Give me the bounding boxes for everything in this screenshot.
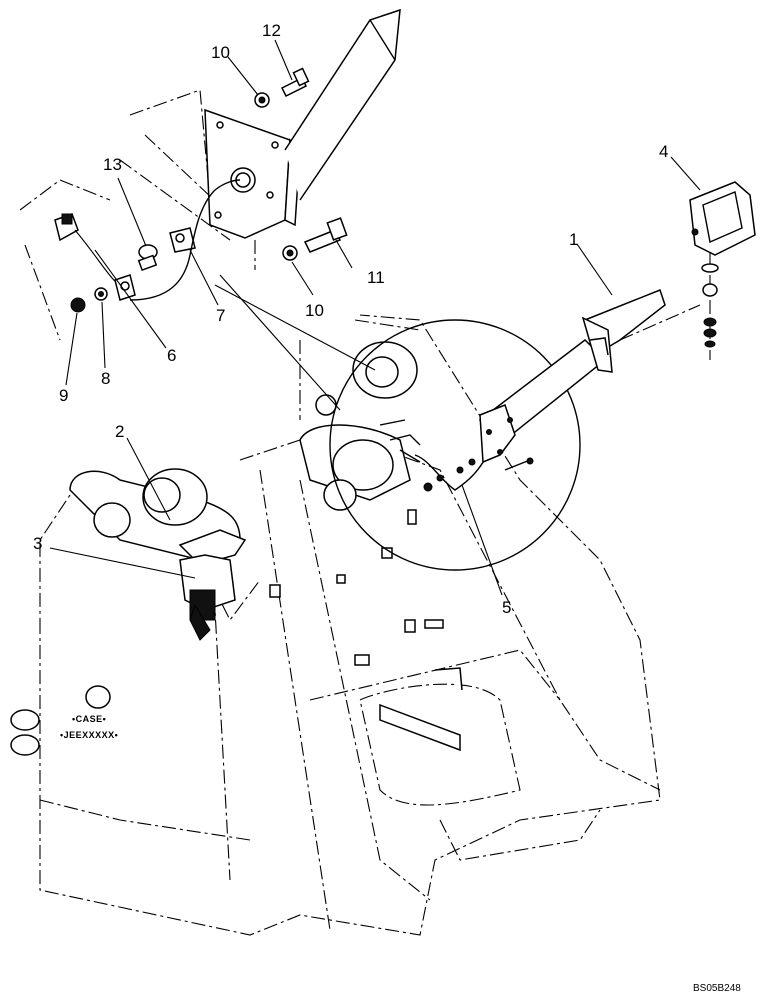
clip-6 [114, 274, 136, 301]
callout-3: 3 [33, 534, 42, 553]
callout-6: 6 [167, 346, 176, 365]
bolt-11 [303, 217, 348, 253]
callout-4: 4 [659, 142, 668, 161]
lifting-eyes [10, 709, 40, 756]
pivot-boss-center [299, 424, 411, 511]
callout-8: 8 [101, 369, 110, 388]
callout-10-top: 10 [211, 43, 230, 62]
frame-stamp-line1: •CASE• [72, 714, 106, 724]
callout-labels: 1 2 3 4 5 6 7 8 9 10 10 11 12 13 [33, 21, 668, 617]
bushing-13 [137, 244, 158, 272]
bolt-12 [280, 67, 310, 98]
frame-stamp-line2: •JEEXXXXX• [60, 730, 118, 740]
arm-bracket [204, 8, 401, 239]
harness-connector [54, 213, 126, 291]
detail-pointer-2 [219, 274, 341, 411]
lamp-hardware-stack [701, 263, 719, 348]
callout-7: 7 [216, 306, 225, 325]
left-work-lamp [178, 529, 247, 641]
nut-9 [70, 297, 86, 313]
callout-13: 13 [103, 155, 122, 174]
lamp-bracket-1 [478, 289, 666, 471]
reference-code: BS05B248 [693, 983, 741, 994]
callout-12: 12 [262, 21, 281, 40]
detail-circle [329, 319, 581, 571]
lamp-mount-axis [619, 304, 701, 341]
washer-10-right [282, 245, 298, 261]
pivot-boss-upper [315, 341, 418, 416]
washer-10-top [254, 92, 270, 108]
frame-hole [85, 685, 111, 709]
callout-5: 5 [502, 598, 511, 617]
callout-11: 11 [367, 268, 385, 287]
harness-wire-upper [129, 179, 241, 301]
detail-pointer-1 [214, 284, 376, 371]
callout-1: 1 [569, 230, 578, 249]
callout-9: 9 [59, 386, 68, 405]
washer-8 [94, 287, 108, 301]
leader-lines [49, 39, 701, 596]
mounting-tabs [269, 509, 463, 752]
callout-10-right: 10 [305, 301, 324, 320]
callout-2: 2 [115, 422, 124, 441]
clip-7 [169, 227, 196, 253]
work-lamp-4 [689, 181, 756, 256]
